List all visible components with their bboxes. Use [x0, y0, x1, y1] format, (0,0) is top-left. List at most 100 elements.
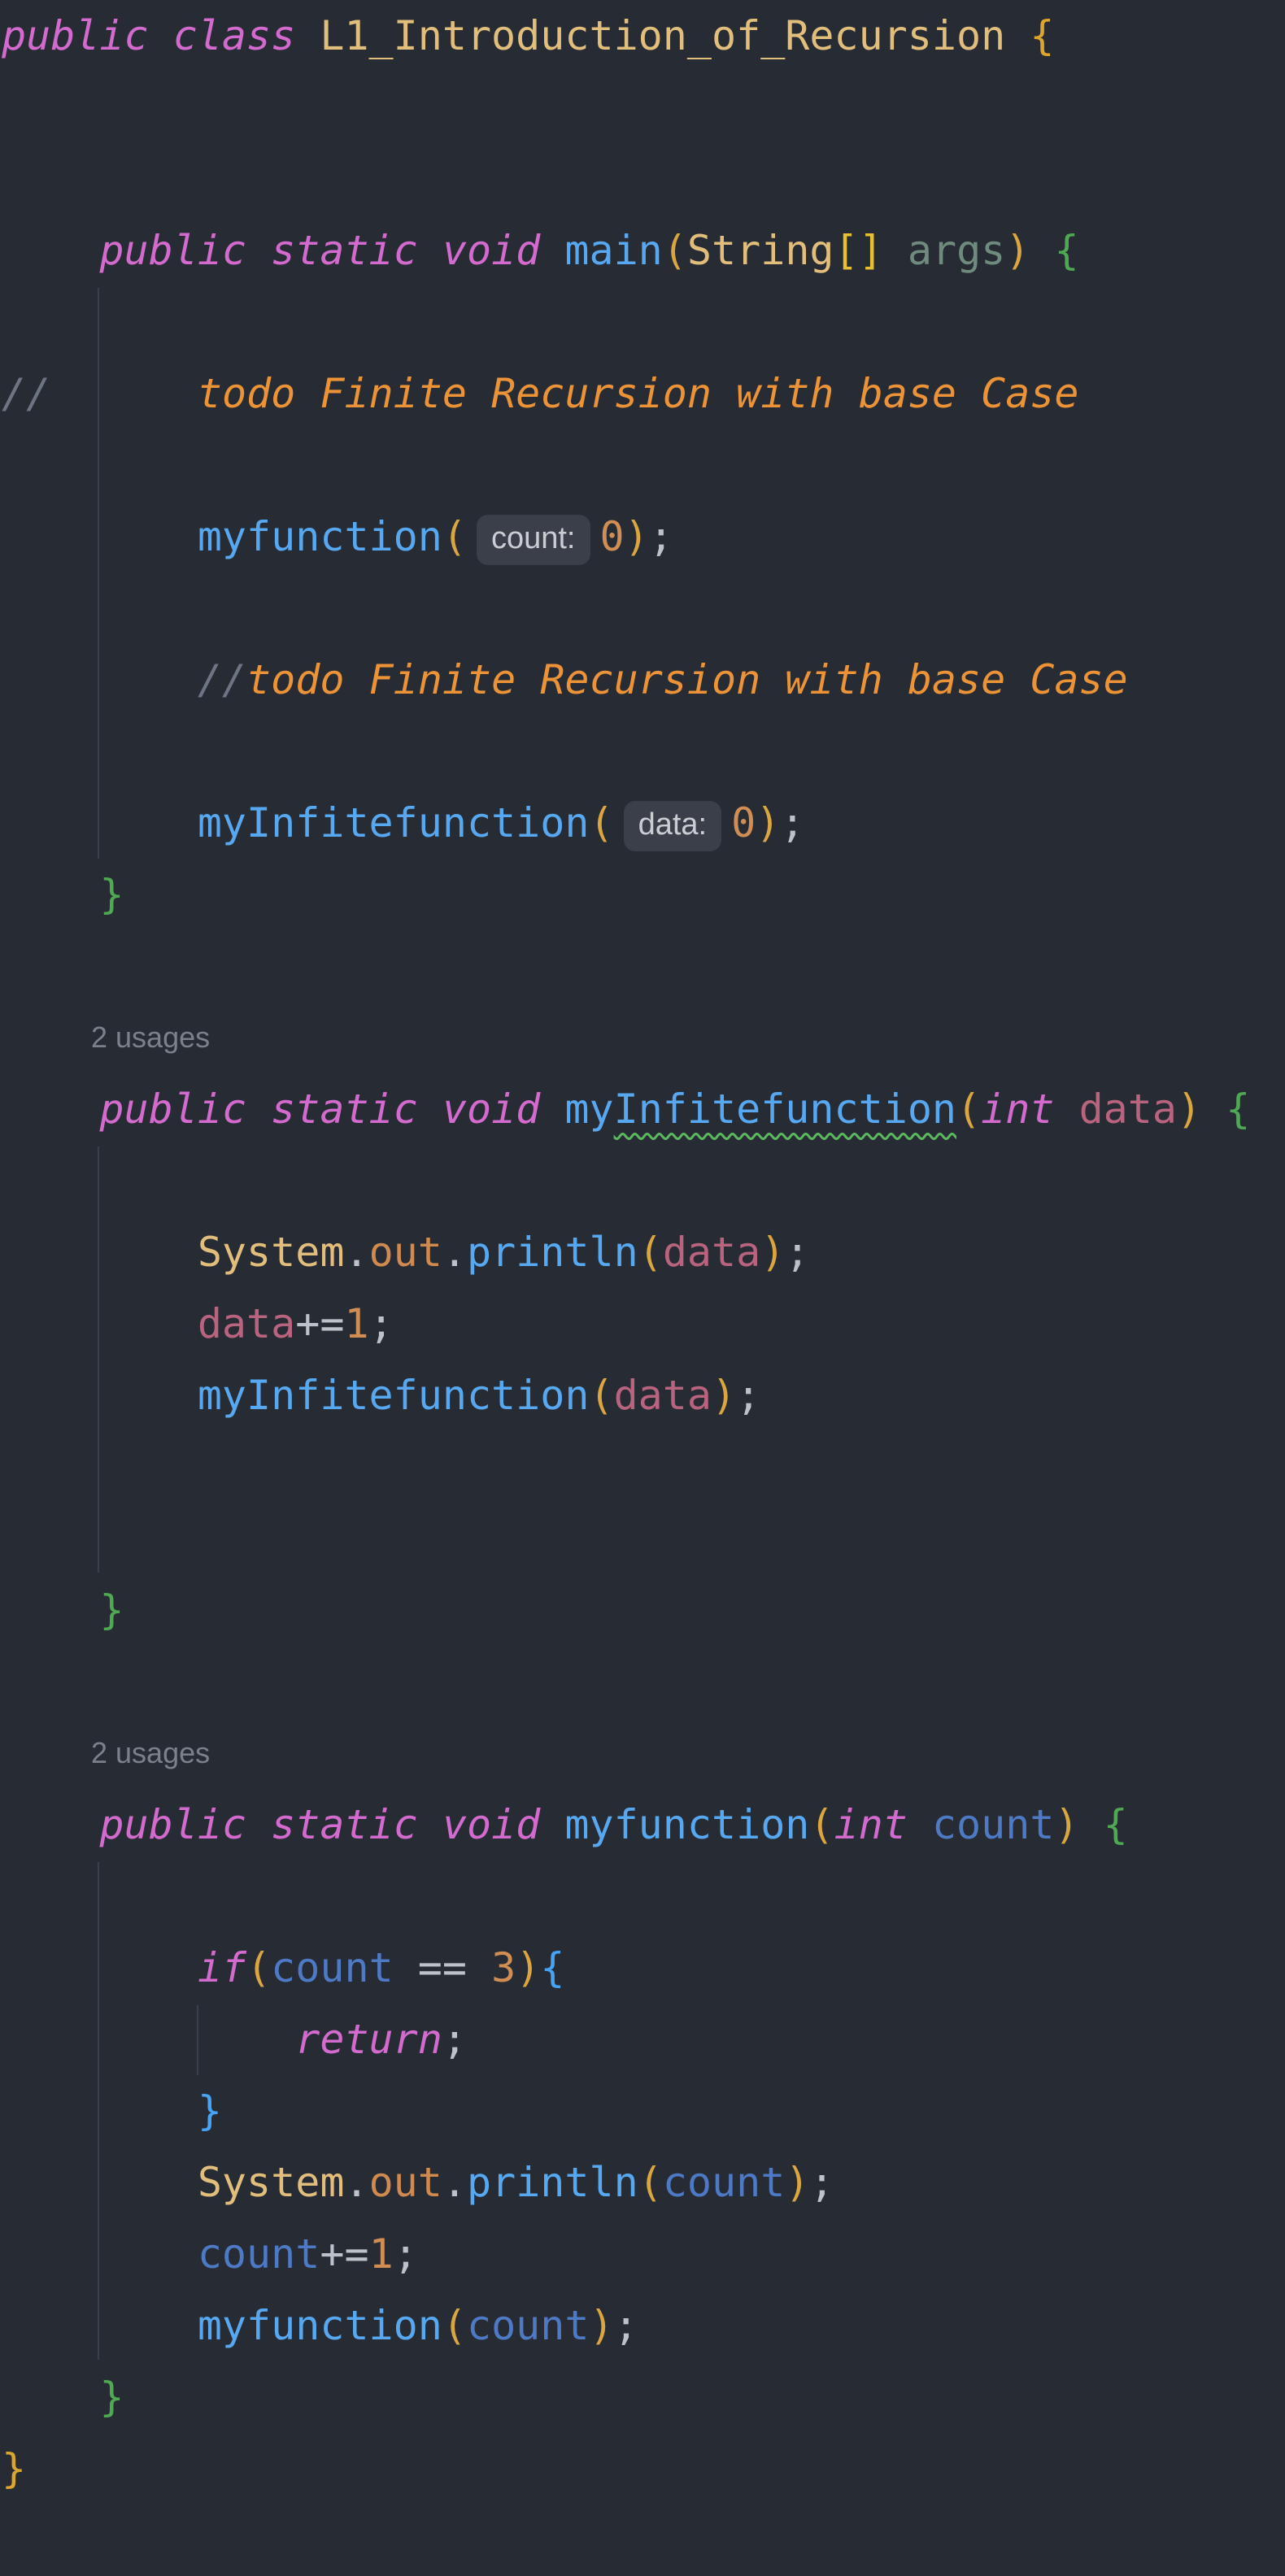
token-fn: println — [466, 1229, 638, 1276]
token-num: 0 — [731, 799, 756, 846]
token-paren: ( — [662, 227, 687, 274]
token-ws — [2, 1229, 198, 1276]
code-line[interactable] — [2, 572, 1285, 644]
token-ws — [1005, 12, 1030, 59]
token-cls: L1_Introduction_of_Recursion — [320, 12, 1006, 59]
token-kw: int — [834, 1801, 908, 1848]
token-usages: 2 usages — [91, 1736, 211, 1769]
code-line[interactable] — [2, 72, 1285, 143]
token-paren: ) — [589, 2302, 614, 2349]
token-paren: ( — [589, 1372, 614, 1419]
token-ws — [2, 799, 198, 846]
code-line[interactable] — [2, 143, 1285, 215]
token-num: 3 — [491, 1944, 516, 1991]
code-line[interactable]: // todo Finite Recursion with base Case — [2, 358, 1285, 429]
code-line[interactable] — [2, 930, 1285, 1002]
token-ws — [1030, 227, 1054, 274]
token-kw: return — [295, 2016, 442, 2063]
code-line[interactable]: public static void myfunction(int count)… — [2, 1789, 1285, 1860]
token-ws — [2, 2016, 295, 2063]
token-ws — [2, 2087, 198, 2134]
code-line[interactable] — [2, 1646, 1285, 1717]
token-punct: ; — [736, 1372, 761, 1419]
token-vcount: count — [662, 2159, 786, 2206]
token-punct: ; — [368, 1300, 394, 1347]
token-fn: myfunction — [197, 2302, 442, 2349]
code-line[interactable]: } — [2, 859, 1285, 930]
code-line[interactable] — [2, 1860, 1285, 1932]
token-fn: Infitefunction — [613, 1086, 957, 1133]
token-vdata: data — [197, 1300, 296, 1347]
token-kw: public static void — [99, 1801, 565, 1848]
token-paren: ) — [1005, 227, 1030, 274]
token-kw: public static void — [99, 227, 565, 274]
token-brace2: { — [1226, 1086, 1251, 1133]
token-ws — [2, 227, 99, 274]
code-line[interactable]: data+=1; — [2, 1288, 1285, 1360]
token-ws — [50, 370, 198, 417]
token-paren: ) — [785, 2159, 810, 2206]
token-fn: main — [564, 227, 663, 274]
token-brace3: { — [540, 1944, 565, 1991]
token-punct: ; — [442, 2016, 467, 2063]
token-paren: ( — [956, 1086, 982, 1133]
token-paren: ) — [760, 1229, 786, 1276]
code-line[interactable] — [2, 286, 1285, 358]
code-line[interactable] — [2, 2504, 1285, 2576]
token-kw: public static void — [99, 1086, 565, 1133]
token-brace3: } — [197, 2087, 222, 2134]
code-line[interactable]: } — [2, 2075, 1285, 2147]
parameter-name-hint-pill[interactable]: data: — [623, 801, 722, 851]
token-ws — [1054, 1086, 1078, 1133]
token-ws — [2, 1300, 198, 1347]
code-line[interactable]: } — [2, 2433, 1285, 2504]
usages-inlay-hint[interactable]: 2 usages — [2, 1002, 1285, 1073]
usages-inlay-hint[interactable]: 2 usages — [2, 1717, 1285, 1789]
parameter-name-hint-pill[interactable]: count: — [476, 515, 590, 565]
code-line[interactable] — [2, 1145, 1285, 1216]
code-line[interactable]: myInfitefunction(data); — [2, 1360, 1285, 1431]
token-ws — [908, 1801, 932, 1848]
token-punct: ; — [809, 2159, 834, 2206]
token-paren: ( — [442, 513, 467, 560]
code-line[interactable]: public static void main(String[] args) { — [2, 215, 1285, 286]
token-punct: ; — [785, 1229, 810, 1276]
indent-guide — [197, 2005, 198, 2075]
token-vcount: count — [197, 2230, 320, 2278]
code-line[interactable]: myInfitefunction(data:0); — [2, 787, 1285, 859]
code-line[interactable] — [2, 716, 1285, 787]
token-paren: ) — [756, 799, 781, 846]
code-line[interactable]: System.out.println(count); — [2, 2147, 1285, 2218]
token-punct: += — [295, 1300, 345, 1347]
code-line[interactable]: public static void myInfitefunction(int … — [2, 1073, 1285, 1145]
token-brace2: { — [1054, 227, 1079, 274]
code-line[interactable]: myfunction(count:0); — [2, 501, 1285, 572]
token-cmt: // — [197, 656, 247, 703]
code-line[interactable]: return; — [2, 2004, 1285, 2075]
token-num: 1 — [368, 2230, 394, 2278]
code-line[interactable] — [2, 1503, 1285, 1574]
code-line[interactable]: public class L1_Introduction_of_Recursio… — [2, 0, 1285, 72]
token-ws — [2, 1086, 99, 1133]
code-line[interactable]: //todo Finite Recursion with base Case — [2, 644, 1285, 716]
token-paren: ) — [712, 1372, 737, 1419]
code-line[interactable]: } — [2, 1574, 1285, 1646]
token-punct: == — [417, 1944, 467, 1991]
token-cls: System — [197, 2159, 345, 2206]
token-num: 1 — [344, 1300, 369, 1347]
code-line[interactable] — [2, 1431, 1285, 1503]
token-ws — [2, 1586, 99, 1634]
token-usages: 2 usages — [91, 1020, 211, 1054]
token-punct: ; — [613, 2302, 638, 2349]
token-brace1: { — [1030, 12, 1055, 59]
code-line[interactable]: } — [2, 2361, 1285, 2433]
code-line[interactable]: count+=1; — [2, 2218, 1285, 2290]
code-line[interactable]: System.out.println(data); — [2, 1216, 1285, 1288]
code-line[interactable]: if(count == 3){ — [2, 1932, 1285, 2004]
code-line[interactable] — [2, 429, 1285, 501]
token-fn: myInfitefunction — [197, 1372, 590, 1419]
token-field: out — [368, 2159, 442, 2206]
token-fn: myfunction — [197, 513, 442, 560]
code-line[interactable]: myfunction(count); — [2, 2290, 1285, 2361]
